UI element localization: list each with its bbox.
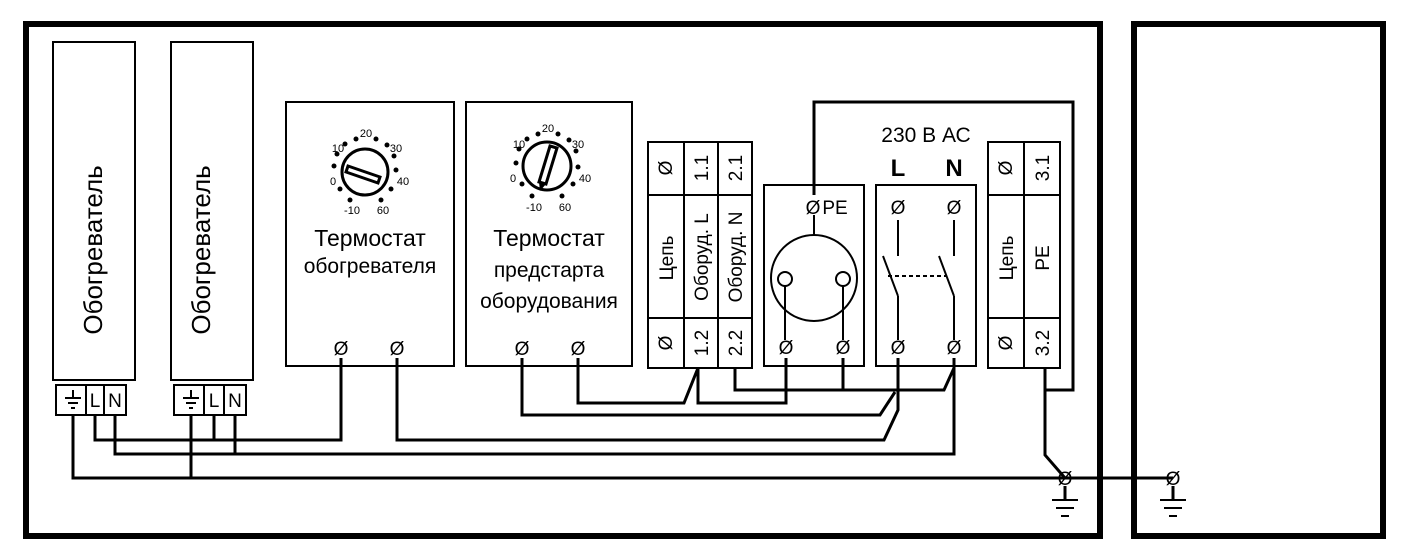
thermostat-prestart: -10 0 10 20 30 40 60 Термостат предстарт… — [465, 101, 633, 367]
supply-voltage-label: 230 В АС — [881, 124, 970, 147]
breaker-bottom-terminal-2: Ø — [947, 338, 962, 359]
tb2-number-3-2: 3.2 — [1033, 330, 1054, 356]
terminal-block-1: Ø Ø 1.1 2.1 1.2 2.2 Цепь Оборуд. L Обору… — [647, 141, 753, 369]
dial-2-label-60: 60 — [559, 202, 571, 214]
heater-1: Обогреватель L N — [52, 41, 136, 416]
breaker-top-terminal-1: Ø — [891, 198, 906, 219]
heater-2: Обогреватель L N — [170, 41, 254, 416]
tb1-number-2-2: 2.2 — [726, 330, 747, 356]
thermostat-prestart-terminal-2: Ø — [571, 339, 586, 360]
tb2-pe-label: PE — [1033, 245, 1054, 270]
thermostat-prestart-subtitle-1: предстарта — [494, 259, 605, 282]
ground-main-screw: Ø — [1058, 469, 1073, 490]
dial-2-label-30: 30 — [572, 139, 584, 151]
wiring — [71, 100, 1173, 480]
heater-2-ground-terminal — [183, 390, 199, 409]
tb1-circuit-label: Цепь — [657, 235, 678, 280]
tb1-number-1-2: 1.2 — [692, 330, 713, 356]
socket-terminal-1: Ø — [779, 338, 794, 359]
remote-enclosure — [1131, 21, 1386, 539]
socket: Ø PE Ø Ø — [763, 184, 865, 367]
tb1-number-1-1: 1.1 — [692, 155, 713, 181]
tb1-top-screw: Ø — [656, 160, 677, 175]
thermostat-heater-dial: -10 0 10 20 30 40 60 — [330, 128, 409, 217]
thermostat-prestart-dial: -10 0 10 20 30 40 60 — [510, 123, 591, 214]
dial-1-label-60: 60 — [377, 205, 389, 217]
thermostat-heater: -10 0 10 20 30 40 60 Термостат обогреват… — [285, 101, 455, 367]
heater-1-label: Обогреватель — [78, 165, 108, 334]
tb2-top-screw: Ø — [996, 160, 1017, 175]
thermostat-prestart-title: Термостат — [493, 225, 605, 251]
thermostat-prestart-terminal-1: Ø — [515, 339, 530, 360]
tb1-number-2-1: 2.1 — [726, 155, 747, 181]
supply-breaker: 230 В АС L N Ø Ø Ø Ø — [875, 124, 977, 367]
dial-1-label-40: 40 — [397, 176, 409, 188]
dial-2-label-10: 10 — [513, 139, 525, 151]
ground-remote-screw: Ø — [1166, 469, 1181, 490]
dial-2-label-0: 0 — [510, 173, 516, 185]
socket-pe-label: PE — [822, 198, 847, 219]
dial-1-label-10: 10 — [332, 143, 344, 155]
terminal-block-2: Ø Ø 3.1 3.2 Цепь PE — [987, 141, 1061, 369]
heater-1-l-terminal: L — [90, 391, 101, 412]
heater-1-n-terminal: N — [108, 391, 122, 412]
tb2-number-3-1: 3.1 — [1033, 155, 1054, 181]
dial-2-label-40: 40 — [579, 173, 591, 185]
thermostat-prestart-subtitle-2: оборудования — [480, 290, 618, 313]
dial-1-label-minus10: -10 — [344, 205, 360, 217]
heater-2-n-terminal: N — [228, 391, 242, 412]
supply-neutral-label: N — [945, 155, 962, 182]
dial-1-label-30: 30 — [390, 143, 402, 155]
heater-1-ground-terminal — [65, 390, 81, 409]
dial-2-label-minus10: -10 — [526, 202, 542, 214]
thermostat-heater-terminal-2: Ø — [390, 339, 405, 360]
main-enclosure — [23, 21, 1103, 539]
supply-line-label: L — [891, 155, 906, 182]
heater-2-label: Обогреватель — [186, 165, 216, 334]
dial-2-label-20: 20 — [542, 123, 554, 135]
tb2-bottom-screw: Ø — [996, 335, 1017, 350]
dial-1-label-20: 20 — [360, 128, 372, 140]
thermostat-heater-terminal-1: Ø — [334, 339, 349, 360]
tb2-circuit-label: Цепь — [997, 235, 1018, 280]
tb1-equipment-n-label: Оборуд. N — [726, 212, 747, 303]
heater-2-l-terminal: L — [209, 391, 220, 412]
thermostat-heater-subtitle: обогревателя — [304, 255, 437, 278]
tb1-equipment-l-label: Оборуд. L — [692, 213, 713, 301]
socket-terminal-2: Ø — [836, 338, 851, 359]
thermostat-heater-title: Термостат — [314, 225, 426, 251]
breaker-bottom-terminal-1: Ø — [891, 338, 906, 359]
socket-pe-screw: Ø — [806, 198, 821, 219]
ground-symbol-main: Ø — [1052, 469, 1078, 517]
breaker-top-terminal-2: Ø — [947, 198, 962, 219]
dial-1-label-0: 0 — [330, 176, 336, 188]
tb1-bottom-screw: Ø — [656, 335, 677, 350]
ground-symbol-remote: Ø — [1160, 469, 1186, 517]
